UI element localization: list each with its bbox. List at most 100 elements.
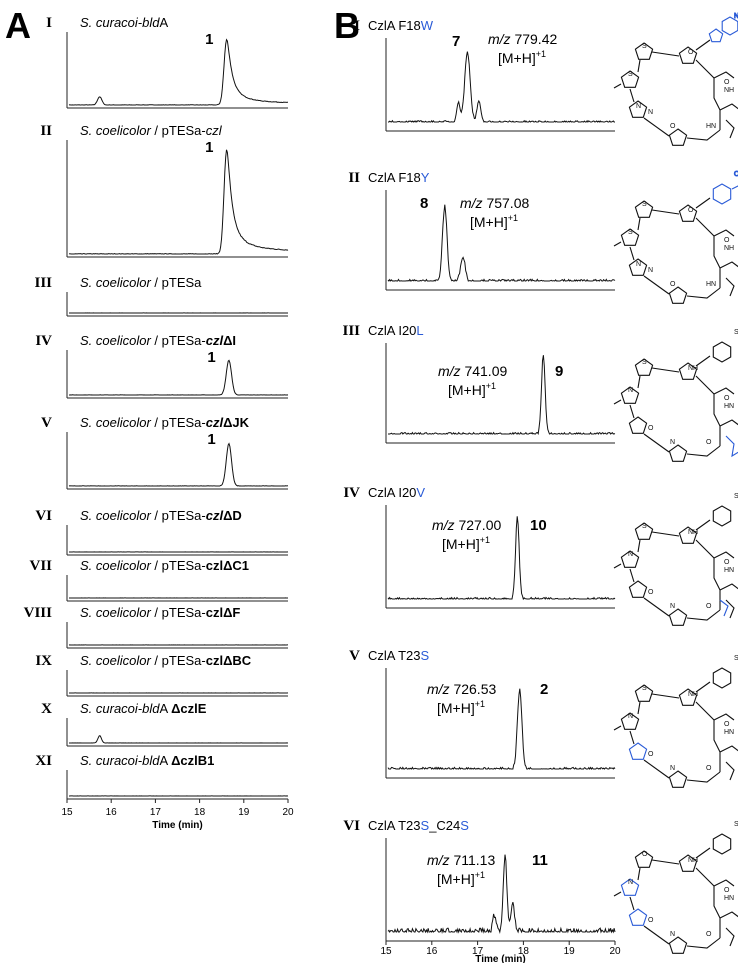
side-chain — [719, 911, 738, 919]
atom-label: N — [670, 765, 675, 772]
isoleucine-side-chain — [725, 599, 735, 619]
trace-label-part: A — [159, 753, 171, 768]
backbone — [695, 375, 721, 446]
bond — [651, 209, 680, 215]
side-chain — [713, 71, 735, 79]
mz-prefix: m/z — [438, 363, 461, 379]
atom-label: S — [734, 655, 738, 662]
backbone — [695, 59, 721, 130]
trace-label-part: S. coelicolor — [80, 333, 151, 348]
trace-label-part: S. coelicolor — [80, 275, 151, 290]
atom-label: HN — [706, 123, 716, 130]
trace-label-part: / pTESa- — [151, 123, 206, 138]
ion-charge: +1 — [508, 213, 518, 223]
bond — [695, 681, 711, 693]
trace-label-part: czlΔF — [206, 605, 241, 620]
trace-label-a: S. curacoi-bldA ΔczlE — [80, 701, 207, 716]
x-tick-label-a: 15 — [61, 807, 73, 818]
variant-label-b: CzlA F18Y — [368, 170, 430, 185]
atom-label: HN — [724, 567, 734, 574]
atom-label: NH — [688, 529, 698, 536]
oxazole-ring — [678, 46, 698, 64]
bond — [637, 375, 641, 389]
isoleucine-side-chain — [725, 927, 735, 947]
mz-prefix: m/z — [460, 195, 483, 211]
oxazole-ring — [678, 204, 698, 222]
thiazole-ring — [620, 386, 640, 404]
bond — [695, 355, 711, 367]
variant-label-part: CzlA T23 — [368, 818, 421, 833]
valine-side-chain — [719, 599, 729, 617]
ion-annotation: [M+H]+1 — [437, 699, 485, 716]
trace-roman-a: X — [41, 701, 52, 717]
atom-label: O — [706, 931, 712, 938]
chromatogram-line-b — [388, 355, 616, 435]
trace-label-a: S. coelicolor / pTESa — [80, 275, 202, 290]
atom-label: NH — [688, 691, 698, 698]
variant-label-b: CzlA T23S_C24S — [368, 818, 469, 833]
trace-group-a-VII: VII S. coelicolor / pTESa-czlΔC1 — [29, 558, 288, 602]
atom-label: O — [724, 887, 730, 894]
indole-pyrrole-ring — [708, 28, 724, 43]
bond — [629, 404, 635, 419]
isoleucine-side-chain — [725, 119, 735, 139]
oxazole-ring — [678, 854, 698, 872]
chromatogram-line-a — [69, 359, 289, 396]
bond — [643, 925, 670, 945]
x-tick-label-a: 20 — [282, 807, 294, 818]
ion-charge: +1 — [536, 49, 546, 59]
peak-label-b: 7 — [452, 33, 460, 50]
trace-roman-b: IV — [343, 485, 360, 501]
trace-roman-a: VI — [35, 508, 52, 524]
bond — [637, 539, 641, 553]
atom-label: HN — [724, 729, 734, 736]
trace-label-a: S. coelicolor / pTESa-czlΔC1 — [80, 558, 249, 573]
chromatogram-line-a — [69, 735, 289, 744]
isoleucine-side-chain — [725, 277, 735, 297]
atom-label: S — [734, 821, 738, 828]
trace-roman-a: II — [40, 123, 52, 139]
phenyl-ring — [712, 667, 732, 689]
variant-label-part: L — [416, 323, 423, 338]
trace-roman-a: IX — [35, 653, 52, 669]
trace-label-part: S. curacoi-bld — [80, 15, 160, 30]
x-tick-label-b: 16 — [426, 946, 438, 957]
thiazole-ring — [634, 200, 654, 218]
atom-label: N — [636, 103, 641, 110]
methyl-bond — [613, 725, 622, 731]
trace-label-part: S. coelicolor — [80, 123, 151, 138]
variant-label-part: CzlA F18 — [368, 170, 421, 185]
bond — [629, 730, 635, 745]
mz-prefix: m/z — [427, 852, 450, 868]
trace-label-a: S. coelicolor / pTESa-czlΔI — [80, 333, 236, 348]
trace-label-part: czlΔC1 — [206, 558, 249, 573]
ion-annotation: [M+H]+1 — [470, 213, 518, 230]
atom-label: O — [670, 123, 676, 130]
bond — [651, 51, 680, 57]
atom-label: NH — [724, 87, 734, 94]
trace-roman-b: I — [354, 18, 360, 34]
atom-label: O — [670, 281, 676, 288]
atom-label: HN — [706, 281, 716, 288]
trace-roman-a: VII — [29, 558, 52, 574]
variant-label-part: S — [421, 818, 430, 833]
trace-label-a: S. coelicolor / pTESa-czlΔJK — [80, 415, 250, 430]
atom-label: O — [724, 559, 730, 566]
atom-label: N — [636, 261, 641, 268]
ion-annotation: [M+H]+1 — [437, 870, 485, 887]
bond — [643, 275, 670, 295]
bond — [629, 88, 635, 103]
trace-label-a: S. coelicolor / pTESa-czl — [80, 123, 223, 138]
atom-label: HN — [724, 895, 734, 902]
atom-label: O — [648, 917, 654, 924]
mz-value: 711.13 — [453, 852, 495, 868]
